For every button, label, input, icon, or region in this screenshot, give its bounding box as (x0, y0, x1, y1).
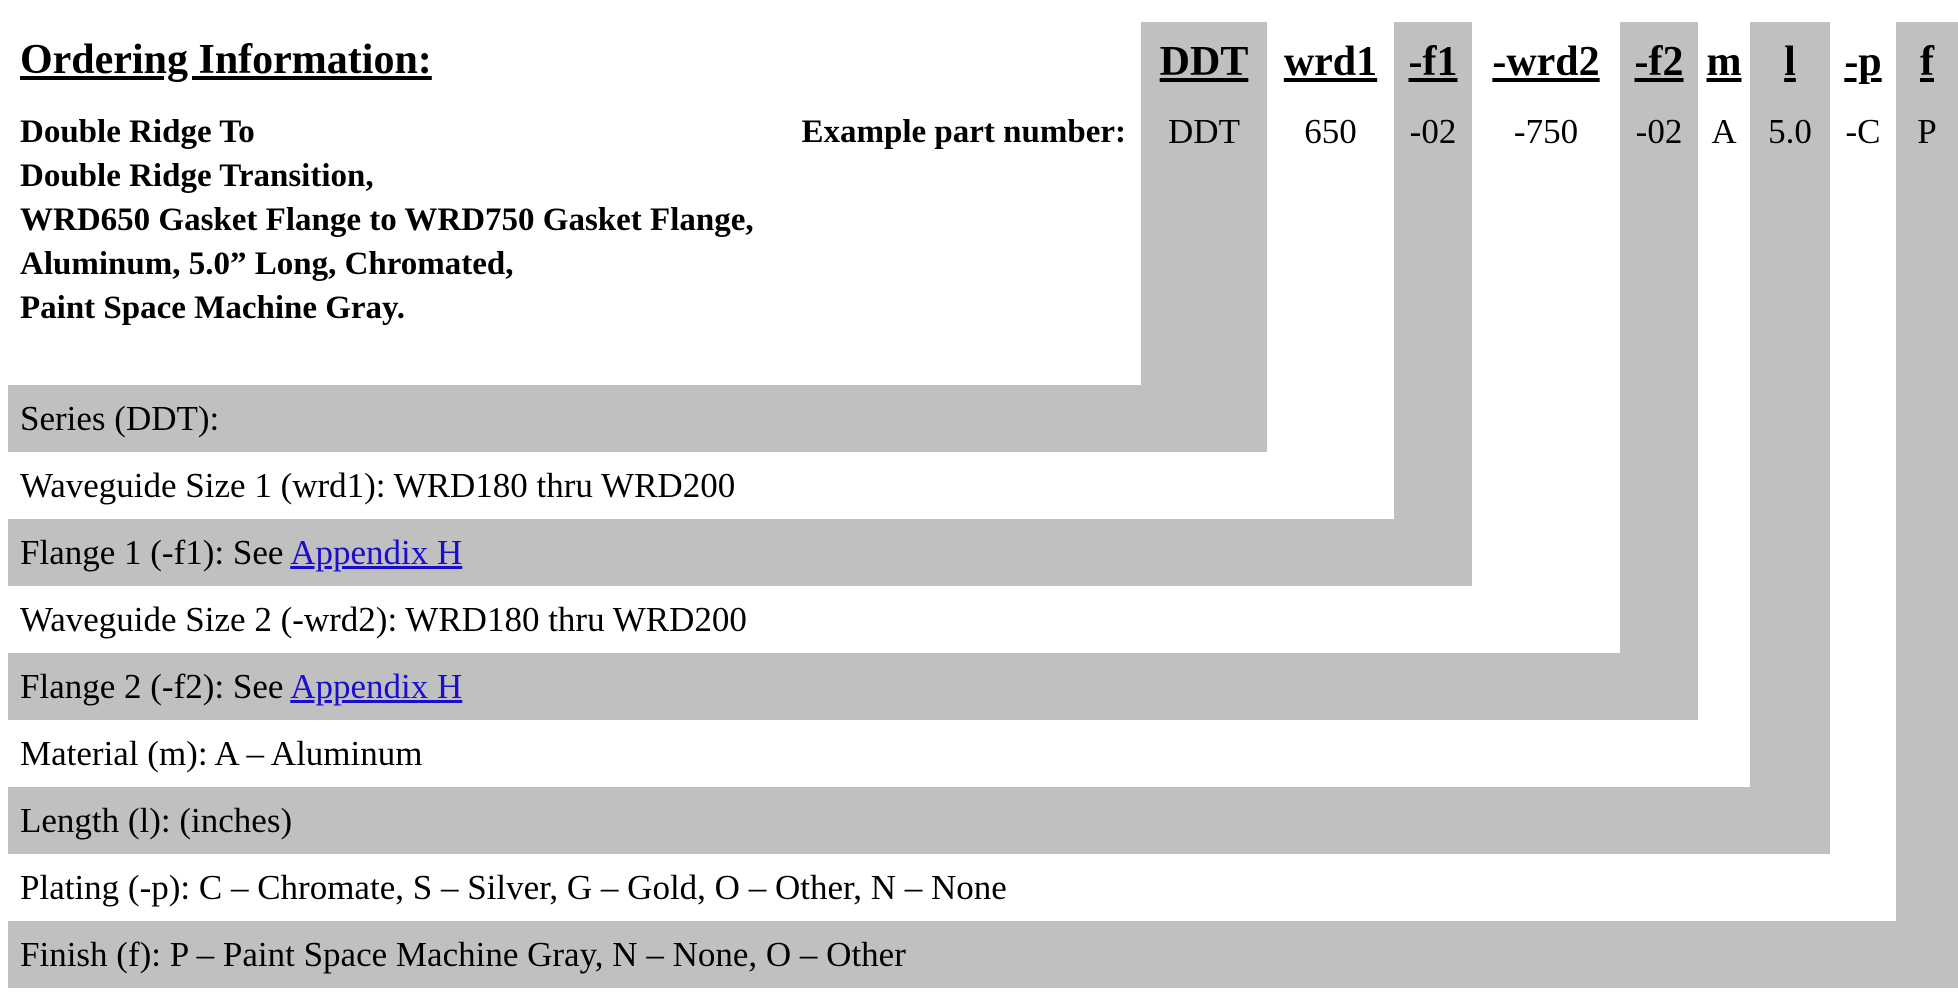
column-shade-l (1750, 22, 1830, 452)
column-shade-f2-r4 (1620, 586, 1698, 653)
column-header-l: l (1784, 39, 1796, 85)
description-line: Double Ridge Transition, (20, 158, 374, 194)
row-material: Material (m): A – Aluminum (20, 734, 423, 773)
example-value-m: A (1711, 112, 1737, 151)
appendix-h-link[interactable]: Appendix H (290, 533, 463, 572)
column-shade-f1 (1394, 22, 1472, 452)
column-header-wrd1: wrd1 (1283, 39, 1378, 85)
row-band-f2 (8, 653, 1698, 720)
column-shade-f-r7 (1896, 787, 1958, 854)
row-band-series (8, 385, 1267, 452)
example-value-f2: -02 (1635, 112, 1683, 151)
column-shade-f-r8 (1896, 854, 1958, 921)
description-line: Paint Space Machine Gray. (20, 290, 405, 326)
row-flange-2-label: Flange 2 (-f2): See (20, 667, 291, 706)
description-line: Aluminum, 5.0” Long, Chromated, (20, 246, 514, 282)
column-header-f1: -f1 (1408, 39, 1458, 85)
column-shade-l-r2 (1750, 452, 1830, 519)
part-description: Double Ridge To Double Ridge Transition,… (20, 110, 754, 330)
column-shade-f1-r2 (1394, 452, 1472, 519)
column-header-p: -p (1844, 39, 1882, 85)
column-header-f2: -f2 (1634, 39, 1684, 85)
example-value-wrd2: -750 (1513, 112, 1579, 151)
column-shade-f (1896, 22, 1958, 452)
column-header-ddt: DDT (1159, 39, 1249, 85)
example-value-f1: -02 (1409, 112, 1457, 151)
column-shade-f2 (1620, 22, 1698, 452)
row-flange-1: Flange 1 (-f1): See Appendix H (20, 519, 462, 586)
description-line: Double Ridge To (20, 114, 255, 150)
example-part-number-label: Example part number: (801, 114, 1127, 150)
row-band-plating (8, 854, 1896, 921)
column-shade-f-r5 (1896, 653, 1958, 720)
column-shade-l-r6 (1750, 720, 1830, 787)
row-series: Series (DDT): (20, 399, 220, 438)
row-length: Length (l): (inches) (20, 801, 293, 840)
column-shade-f-r4 (1896, 586, 1958, 653)
row-waveguide-size-1: Waveguide Size 1 (wrd1): WRD180 thru WRD… (20, 466, 736, 505)
column-shade-f-r3 (1896, 519, 1958, 586)
example-value-ddt: DDT (1168, 112, 1240, 151)
column-header-m: m (1706, 39, 1742, 85)
column-header-wrd2: -wrd2 (1492, 39, 1600, 85)
column-shade-f-r6 (1896, 720, 1958, 787)
description-line: WRD650 Gasket Flange to WRD750 Gasket Fl… (20, 202, 754, 238)
row-band-finish (8, 921, 1958, 988)
row-finish: Finish (f): P – Paint Space Machine Gray… (20, 935, 906, 974)
column-shade-l-r3 (1750, 519, 1830, 586)
row-band-wrd1 (8, 452, 1394, 519)
column-shade-f-r2 (1896, 452, 1958, 519)
example-value-p: -C (1845, 112, 1881, 151)
example-value-l: 5.0 (1768, 112, 1812, 151)
column-shade-l-r5 (1750, 653, 1830, 720)
row-band-material (8, 720, 1750, 787)
appendix-h-link[interactable]: Appendix H (290, 667, 463, 706)
row-plating: Plating (-p): C – Chromate, S – Silver, … (20, 868, 1007, 907)
row-flange-2: Flange 2 (-f2): See Appendix H (20, 653, 462, 720)
example-value-f: P (1917, 112, 1937, 151)
row-waveguide-size-2: Waveguide Size 2 (-wrd2): WRD180 thru WR… (20, 600, 747, 639)
row-band-wrd2 (8, 586, 1620, 653)
column-shade-l-r4 (1750, 586, 1830, 653)
column-shade-f2-r3 (1620, 519, 1698, 586)
row-flange-1-label: Flange 1 (-f1): See (20, 533, 291, 572)
column-header-f: f (1920, 39, 1934, 85)
example-value-wrd1: 650 (1304, 112, 1357, 151)
column-shade-f2-r2 (1620, 452, 1698, 519)
ordering-title: Ordering Information: (20, 37, 432, 83)
column-shade-ddt (1141, 22, 1267, 452)
row-band-length (8, 787, 1830, 854)
row-band-f1 (8, 519, 1472, 586)
